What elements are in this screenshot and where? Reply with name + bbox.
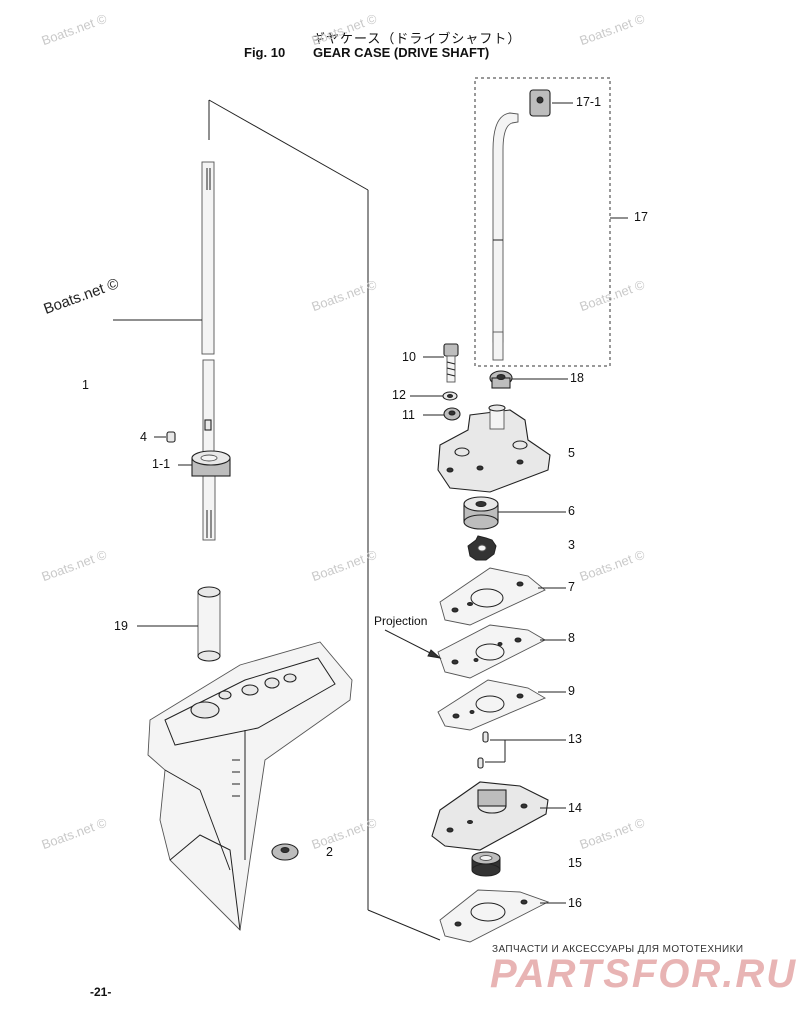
gasket-part[interactable] <box>439 567 546 626</box>
callout-7[interactable]: 7 <box>568 580 575 594</box>
pipe-grommet-part[interactable] <box>529 89 551 117</box>
callout-14[interactable]: 14 <box>568 801 582 815</box>
callout-6[interactable]: 6 <box>568 504 575 518</box>
grommet-18-part[interactable] <box>489 370 513 389</box>
callout-4[interactable]: 4 <box>140 430 147 444</box>
washer-part[interactable] <box>442 391 458 401</box>
pump-case-part[interactable] <box>437 404 551 493</box>
callout-1[interactable]: 1 <box>82 378 89 392</box>
callout-9[interactable]: 9 <box>568 684 575 698</box>
callout-12[interactable]: 12 <box>392 388 406 402</box>
brand-tagline: ЗАПЧАСТИ И АКСЕССУАРЫ ДЛЯ МОТОТЕХНИКИ <box>492 944 744 955</box>
oil-seal-part[interactable] <box>471 851 501 877</box>
gasket-16-part[interactable] <box>439 889 550 943</box>
callout-18[interactable]: 18 <box>570 371 584 385</box>
callout-13[interactable]: 13 <box>568 732 582 746</box>
plate-part[interactable] <box>437 624 546 679</box>
dowel-pin-part[interactable] <box>477 731 489 769</box>
assembly-guide-lines <box>208 99 441 941</box>
callout-17[interactable]: 17 <box>634 210 648 224</box>
callout-1-1[interactable]: 1-1 <box>152 457 171 471</box>
callout-16[interactable]: 16 <box>568 896 582 910</box>
brand-logo: PARTSFOR.RU <box>490 952 798 996</box>
gasket-9-part[interactable] <box>437 679 546 731</box>
tube-part[interactable] <box>197 586 221 662</box>
title-japanese: ギヤケース（ドライブシャフト） <box>312 31 522 46</box>
impeller-part[interactable] <box>467 535 497 561</box>
callout-10[interactable]: 10 <box>402 350 416 364</box>
callout-2[interactable]: 2 <box>326 845 333 859</box>
water-pipe-part[interactable] <box>492 112 519 361</box>
callout-15[interactable]: 15 <box>568 856 582 870</box>
callout-8[interactable]: 8 <box>568 631 575 645</box>
page-number: -21- <box>90 985 112 999</box>
callout-3[interactable]: 3 <box>568 538 575 552</box>
callout-5[interactable]: 5 <box>568 446 575 460</box>
shaft-bushing-part[interactable] <box>191 450 231 477</box>
projection-label: Projection <box>374 614 428 628</box>
pin-part[interactable] <box>166 431 176 443</box>
figure-number: Fig. 10 <box>244 45 286 60</box>
nut-part[interactable] <box>443 407 461 421</box>
callout-19[interactable]: 19 <box>114 619 128 633</box>
pump-base-part[interactable] <box>431 781 549 851</box>
drive-shaft-part[interactable] <box>201 161 216 541</box>
grommet-part[interactable] <box>271 843 299 861</box>
insert-part[interactable] <box>463 496 499 530</box>
gear-case-housing <box>147 641 353 931</box>
callout-17-1[interactable]: 17-1 <box>576 95 602 109</box>
callout-11[interactable]: 11 <box>402 408 415 422</box>
callout-leader-lines <box>113 102 628 904</box>
water-pipe-group <box>474 77 611 367</box>
bolt-part[interactable] <box>443 343 459 383</box>
page-title: GEAR CASE (DRIVE SHAFT) <box>313 45 490 60</box>
